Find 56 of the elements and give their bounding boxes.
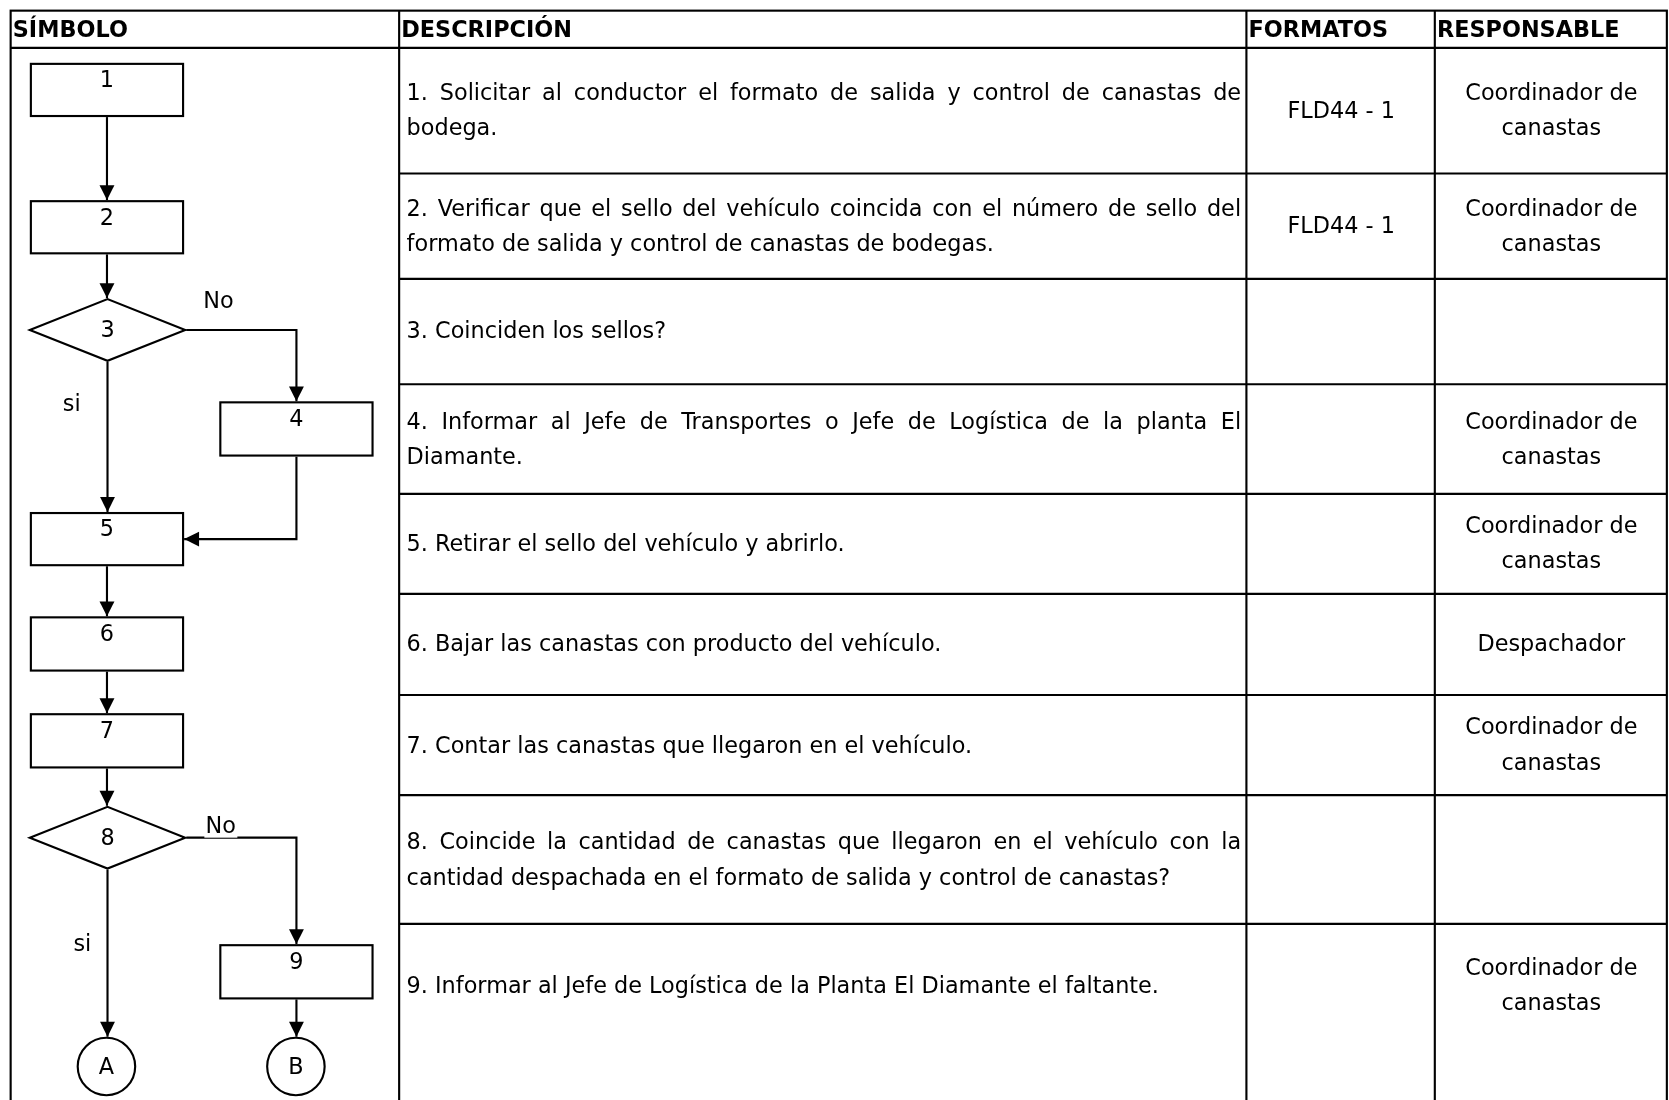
arrow (289, 999, 304, 1037)
responsible-role: Coordinador de canastas (1464, 407, 1639, 471)
responsible-role: Coordinador de canastas (1464, 512, 1639, 576)
column-header: FORMATOS (1248, 15, 1390, 45)
responsible-role: Coordinador de canastas (1464, 713, 1639, 777)
arrow (100, 361, 115, 512)
arrow (99, 566, 115, 617)
step-number: A (97, 1054, 116, 1079)
column-header: SÍMBOLO (12, 14, 129, 45)
connector-circle (76, 1036, 137, 1097)
step-description: 4. Informar al Jefe de Transportes o Jefe de Logística de la planta El Diamante. (405, 407, 1243, 471)
process-box (29, 512, 185, 567)
responsible-role: Despachador (1476, 630, 1627, 659)
step-number: B (287, 1054, 305, 1079)
column-header: DESCRIPCIÓN (401, 14, 573, 45)
arrow (100, 869, 115, 1037)
arrow (99, 768, 115, 806)
arrow (184, 456, 298, 547)
process-box (219, 944, 374, 1000)
process-box (29, 616, 185, 672)
step-description: 3. Coinciden los sellos? (405, 317, 668, 346)
step-number: 5 (98, 517, 116, 541)
process-box (219, 401, 374, 457)
step-description: 6. Bajar las canastas con producto del vehículo. (405, 630, 943, 659)
responsible-role: Coordinador de canastas (1464, 194, 1639, 258)
step-number: 8 (99, 825, 116, 850)
step-description: 1. Solicitar al conductor el formato de salida y control de canastas de bodega. (405, 78, 1243, 143)
form-code: FLD44 - 1 (1286, 96, 1396, 125)
step-number: 9 (288, 949, 305, 973)
step-number: 1 (98, 68, 116, 92)
arrow (99, 254, 115, 299)
arrow (99, 671, 115, 714)
step-number: 7 (98, 718, 116, 742)
arrow (186, 328, 304, 402)
step-description: 2. Verificar que el sello del vehículo coincida con el número de sello del formato de salida y control de canastas de bodegas. (405, 194, 1243, 258)
connector-circle (266, 1036, 326, 1097)
step-description: 9. Informar al Jefe de Logística de la Planta El Diamante el faltante. (405, 971, 1160, 1000)
edge-label: No (204, 814, 237, 838)
form-code: FLD44 - 1 (1286, 211, 1396, 241)
arrow (186, 836, 304, 945)
responsible-role: Coordinador de canastas (1464, 78, 1639, 143)
arrow (99, 117, 115, 201)
step-number: 2 (98, 205, 116, 229)
decision-diamond (28, 298, 187, 362)
step-number: 3 (99, 318, 116, 342)
process-box (29, 713, 185, 769)
step-number: 6 (98, 621, 116, 646)
responsible-role: Coordinador de canastas (1464, 953, 1639, 1018)
step-description: 5. Retirar el sello del vehículo y abrirlo. (405, 529, 846, 559)
step-description: 7. Contar las canastas que llegaron en el vehículo. (405, 730, 974, 760)
process-box (29, 62, 185, 118)
step-number: 4 (288, 406, 305, 430)
step-description: 8. Coincide la cantidad de canastas que llegaron en el vehículo con la cantidad despachada en el formato de salida y control de canastas? (405, 827, 1243, 892)
process-box (29, 200, 185, 255)
column-header: RESPONSABLE (1436, 15, 1621, 45)
decision-diamond (28, 805, 187, 870)
